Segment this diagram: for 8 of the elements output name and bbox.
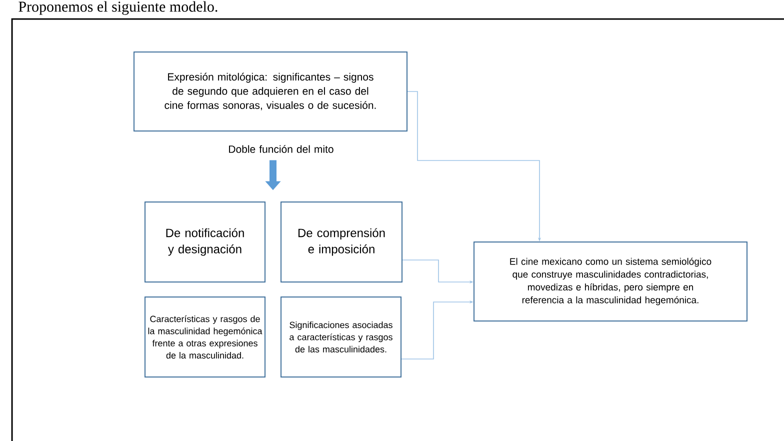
caption-text: Doble función del mito bbox=[229, 145, 334, 153]
title: Proponemos el siguiente modelo. bbox=[18, 1, 218, 15]
text-box: Expresión mitológica: significantes – signos de segundo que adquieren en el caso del cine formas sonoras, visuales o de sucesión. bbox=[134, 52, 408, 132]
text-box: De notificación y designación bbox=[144, 202, 266, 282]
text-box: El cine mexicano como un sistema semiológico que construye masculinidades contradictorias, movedizas e híbridas, pero siempre en referencia a la masculinidad hegemónica. bbox=[474, 242, 748, 322]
text-box: De comprensión e imposición bbox=[280, 202, 402, 282]
text-box: Características y rasgos de la masculinidad hegemónica frente a otras expresiones de la masculinidad. bbox=[144, 296, 266, 378]
text-box: Significaciones asociadas a características y rasgos de las masculinidades. bbox=[280, 296, 402, 378]
